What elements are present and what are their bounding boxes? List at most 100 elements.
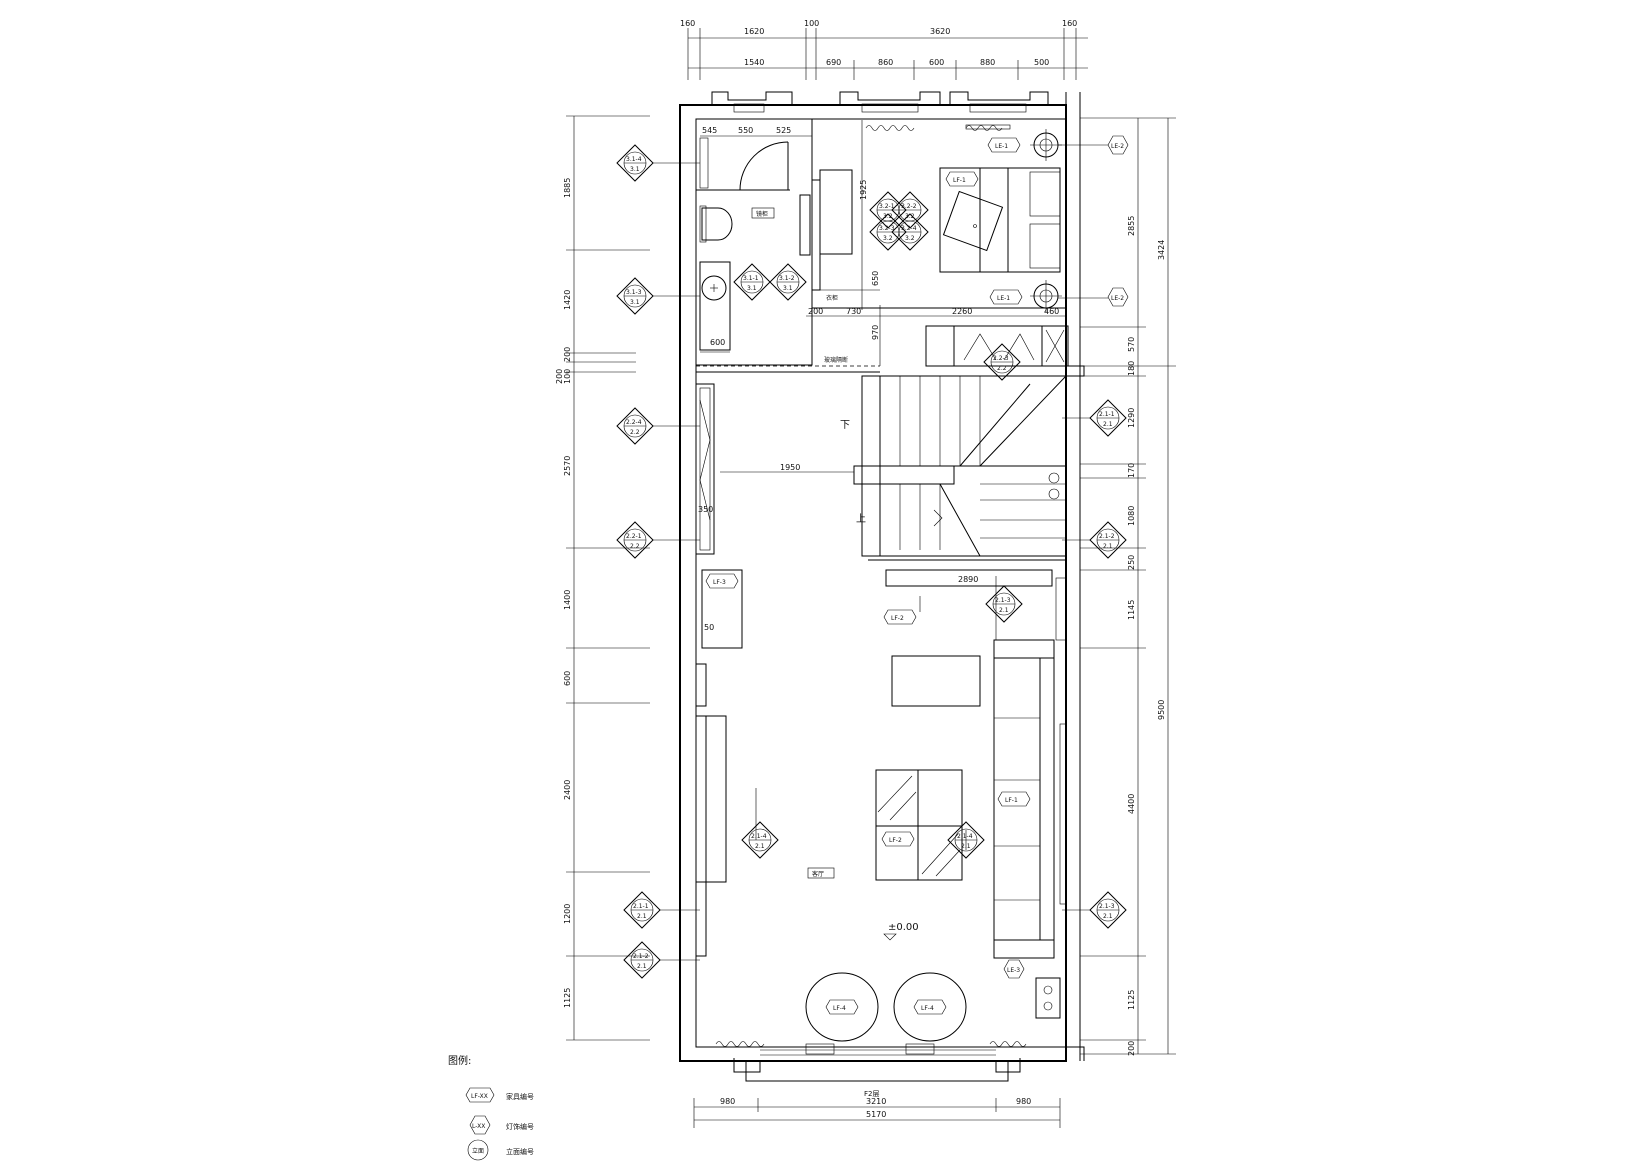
dim-v970: 970 — [871, 325, 880, 340]
svg-text:LF-2: LF-2 — [891, 615, 904, 622]
index-marker-code: 2.2-1 — [626, 533, 642, 540]
index-marker-sheet: 2.2 — [630, 429, 640, 436]
index-marker-sheet: 2.1 — [999, 607, 1009, 614]
index-marker-sheet: 2.1 — [961, 843, 971, 850]
index-marker: 2.1-42.1 — [947, 821, 985, 859]
svg-text:LF-XX: LF-XX — [471, 1093, 488, 1100]
dim-left-100: 100 — [563, 369, 572, 384]
tag-lf-bed-top: LE-1 — [987, 137, 1021, 153]
tag-lf-table: LF-2 — [881, 831, 915, 847]
dim-right-1290: 1290 — [1127, 408, 1136, 428]
index-marker-sheet: 2.1 — [637, 963, 647, 970]
index-marker-code: 2.2-3 — [993, 355, 1009, 362]
dim-left-1200: 1200 — [563, 904, 572, 924]
index-marker-code: 2.2-4 — [626, 419, 642, 426]
legend-item-furniture: LF-XX 家具编号 — [465, 1087, 534, 1103]
svg-text:LF-4: LF-4 — [833, 1005, 846, 1012]
left-storage: 350 50 — [695, 383, 743, 957]
svg-text:LF-1: LF-1 — [953, 177, 966, 184]
dim-bath-525: 525 — [776, 126, 791, 135]
dim-top-1540: 1540 — [744, 58, 764, 67]
dim-right-570: 570 — [1127, 337, 1136, 352]
dim-bottom-980-left: 980 — [720, 1097, 735, 1106]
dim-top-860: 860 — [878, 58, 893, 67]
index-marker-code: 2.1-2 — [1099, 533, 1115, 540]
bathroom: 545 550 525 600 镜柜 — [695, 118, 813, 366]
index-marker-code: 3.1-4 — [626, 156, 642, 163]
svg-text:LF-1: LF-1 — [1005, 797, 1018, 804]
dim-top-160-right: 160 — [1062, 19, 1077, 28]
index-marker-code: 2.1-1 — [1099, 411, 1115, 418]
svg-text:LF-4: LF-4 — [921, 1005, 934, 1012]
legend-item-lighting: L-XX 灯饰编号 — [469, 1115, 534, 1135]
dim-left-1420: 1420 — [563, 290, 572, 310]
index-marker-sheet: 2.1 — [1103, 421, 1113, 428]
dim-v650: 650 — [871, 271, 880, 286]
index-marker-code: 3.1-3 — [626, 289, 642, 296]
stair-down-label: 下 — [840, 420, 850, 431]
index-marker: 3.1-3 3.1 — [616, 277, 654, 315]
index-marker: 3.1-43.1 — [616, 144, 654, 182]
dim-right-170: 170 — [1127, 463, 1136, 478]
svg-text:立面: 立面 — [472, 1147, 484, 1155]
dim-left-200b: 200 — [555, 369, 564, 384]
dim-bottom-5170: 5170 — [866, 1110, 886, 1119]
bedroom: 衣柜 1925 650 200 730 2260 460 970 — [696, 119, 1108, 373]
index-marker-code: 3.1-2 — [779, 275, 795, 282]
dim-top-600: 600 — [929, 58, 944, 67]
dim-right-4400: 4400 — [1127, 794, 1136, 814]
index-marker-code: 3.2-2 — [901, 203, 917, 210]
svg-text:家具编号: 家具编号 — [506, 1092, 534, 1101]
index-marker-sheet: 3.2 — [883, 213, 893, 220]
dim-right-2855: 2855 — [1127, 216, 1136, 236]
svg-text:LE-3: LE-3 — [1007, 967, 1020, 974]
legend-item-elevation: 立面 立面编号 — [467, 1139, 534, 1161]
svg-text:LE-1: LE-1 — [995, 143, 1008, 150]
dim-w350: 350 — [698, 505, 713, 514]
dim-top-100: 100 — [804, 19, 819, 28]
svg-text:LE-2: LE-2 — [1111, 295, 1124, 302]
dim-top-500: 500 — [1034, 58, 1049, 67]
dim-h2260: 2260 — [952, 307, 972, 316]
dim-h730: 730 — [846, 307, 861, 316]
index-marker: 2.1-1 2.1 — [1089, 399, 1127, 437]
dim-top-160-left: 160 — [680, 19, 695, 28]
svg-text:LE-2: LE-2 — [1111, 143, 1124, 150]
dim-w1950: 1950 — [780, 463, 800, 472]
tag-le-side: LE-3 — [1003, 959, 1025, 979]
wardrobe-note: 衣柜 — [826, 294, 838, 302]
tag-le-right-1: LE-2 — [1107, 135, 1129, 155]
index-marker-code: 3.2-4 — [901, 225, 917, 232]
index-marker: 3.1-23.1 — [769, 263, 807, 301]
dim-top-880: 880 — [980, 58, 995, 67]
tag-lf-shelf: LF-2 — [883, 609, 917, 625]
tag-lf-ottoman-1: LF-4 — [825, 999, 859, 1015]
stair-up-label: 上 — [856, 513, 866, 525]
tag-lf-ottoman-2: LF-4 — [913, 999, 947, 1015]
index-marker-sheet: 2.1 — [1103, 913, 1113, 920]
index-marker-code: 2.1-3 — [1099, 903, 1115, 910]
index-marker-sheet: 2.1 — [755, 843, 765, 850]
index-marker-sheet: 2.2 — [997, 365, 1007, 372]
index-marker: 2.1-22.1 — [1089, 521, 1127, 559]
dim-right-1145: 1145 — [1127, 600, 1136, 620]
dim-top-1620: 1620 — [744, 27, 764, 36]
tag-lf-bed-mid: LF-1 — [945, 171, 979, 187]
index-marker: 2.1-3 2.1 — [1089, 891, 1127, 929]
dim-left-1400: 1400 — [563, 590, 572, 610]
dim-bath-550: 550 — [738, 126, 753, 135]
dim-bath-545: 545 — [702, 126, 717, 135]
bottom-dimensions: 980 3210 980 5170 — [693, 1097, 1061, 1128]
mirror-note: 镜柜 — [756, 210, 768, 218]
tag-lf-bed-bottom: LE-1 — [989, 289, 1023, 305]
dim-h460: 460 — [1044, 307, 1059, 316]
index-marker-code: 2.1-4 — [751, 833, 767, 840]
dim-w50: 50 — [704, 623, 714, 632]
svg-text:LF-3: LF-3 — [713, 579, 726, 586]
dim-h200: 200 — [808, 307, 823, 316]
svg-text:L-XX: L-XX — [472, 1123, 485, 1130]
index-marker: 2.2-3 2.2 — [983, 343, 1021, 381]
index-marker-sheet: 3.1 — [630, 299, 640, 306]
svg-text:灯饰编号: 灯饰编号 — [506, 1122, 534, 1131]
index-marker: 3.2-33.2 — [869, 213, 907, 251]
